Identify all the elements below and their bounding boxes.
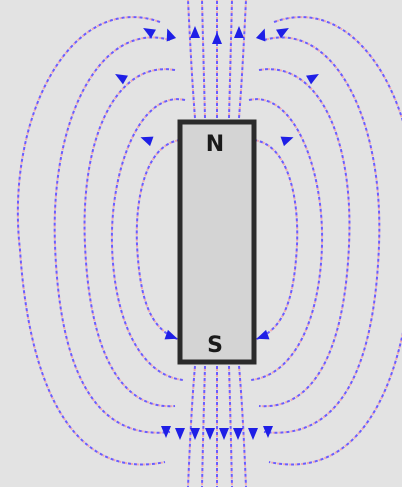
field-line-left-1: [16, 16, 166, 466]
field-arrow-19: [233, 428, 243, 440]
field-line-right-4: [248, 98, 324, 381]
field-arrow-12: [164, 329, 178, 340]
field-arrow-7: [276, 28, 289, 39]
field-line-vertical-6: [187, 365, 196, 487]
field-line-vertical-1: [187, 0, 196, 119]
south-pole-label: S: [207, 333, 223, 358]
field-line-vertical-5: [238, 0, 247, 119]
field-arrow-5: [234, 26, 244, 38]
field-arrow-1: [143, 28, 156, 39]
field-arrow-3: [190, 26, 200, 38]
field-line-left-5-shade: [135, 139, 181, 341]
field-line-right-1: [268, 16, 402, 466]
field-line-left-2-shade: [53, 36, 171, 434]
field-arrow-8: [115, 74, 128, 85]
field-arrow-15: [175, 428, 185, 440]
field-line-right-5-shade: [253, 139, 299, 341]
field-line-left-2: [53, 36, 171, 434]
field-arrow-9: [306, 74, 319, 85]
field-line-right-2: [263, 36, 381, 434]
field-line-vertical-4: [228, 0, 233, 119]
field-line-right-2-shade: [263, 36, 381, 434]
field-arrow-11: [280, 136, 294, 147]
field-arrow-14: [161, 426, 171, 438]
field-arrow-10: [140, 136, 154, 147]
field-line-vertical-7-shade: [201, 365, 206, 487]
field-line-left-5: [135, 139, 181, 341]
field-lines-right: [248, 16, 402, 466]
field-line-vertical-9-shade: [228, 365, 233, 487]
field-arrow-4: [212, 32, 222, 44]
field-arrow-17: [205, 428, 215, 440]
field-arrow-20: [248, 428, 258, 440]
field-line-vertical-10: [238, 365, 247, 487]
field-line-vertical-2: [201, 0, 206, 119]
field-arrow-6: [255, 28, 266, 42]
field-line-left-4: [110, 98, 186, 381]
field-line-left-4-shade: [110, 98, 186, 381]
field-lines: [16, 0, 402, 487]
field-line-right-3-shade: [258, 68, 351, 408]
field-line-vertical-6-shade: [187, 365, 196, 487]
field-line-vertical-2-shade: [201, 0, 206, 119]
field-line-left-1-shade: [16, 16, 166, 466]
field-line-vertical-10-shade: [238, 365, 247, 487]
field-line-vertical-5-shade: [238, 0, 247, 119]
field-line-left-3: [83, 68, 176, 408]
field-line-right-5: [253, 139, 299, 341]
field-arrow-18: [219, 428, 229, 440]
field-line-vertical-7: [201, 365, 206, 487]
field-line-right-3: [258, 68, 351, 408]
field-arrows: [115, 26, 319, 440]
north-pole-label: N: [206, 132, 224, 157]
field-arrow-21: [263, 426, 273, 438]
field-line-vertical-1-shade: [187, 0, 196, 119]
bar-magnet: [177, 119, 257, 365]
field-line-right-1-shade: [268, 16, 402, 466]
field-arrow-13: [256, 329, 270, 340]
field-line-vertical-9: [228, 365, 233, 487]
field-line-vertical-4-shade: [228, 0, 233, 119]
field-arrow-2: [166, 28, 177, 42]
field-line-left-3-shade: [83, 68, 176, 408]
field-line-right-4-shade: [248, 98, 324, 381]
field-arrow-16: [190, 428, 200, 440]
